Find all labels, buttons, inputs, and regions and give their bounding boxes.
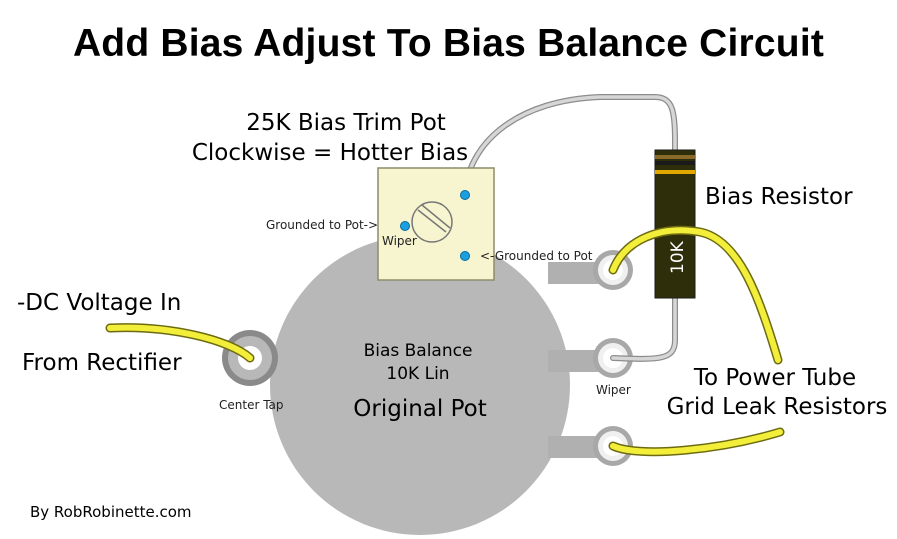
output-label-line1: To Power Tube <box>693 365 857 391</box>
trim-pot-label-line1: 25K Bias Trim Pot <box>246 110 446 136</box>
resistor-band-2 <box>655 161 695 165</box>
main-pot-label-line3: Original Pot <box>353 396 487 422</box>
bias-resistor: 10K <box>654 149 696 299</box>
trim-pot-left-lug-label: Grounded to Pot-> <box>266 218 379 232</box>
main-pot-label-line1: Bias Balance <box>363 341 473 361</box>
resistor-band-1 <box>655 155 695 159</box>
resistor-value-text: 10K <box>668 240 688 274</box>
input-label-line1: -DC Voltage In <box>17 290 182 316</box>
main-pot-wiper-label: Wiper <box>596 383 631 397</box>
main-pot-body <box>270 235 570 535</box>
trim-pot-wiper-label: Wiper <box>382 234 417 248</box>
resistor-band-3 <box>655 170 695 174</box>
input-label-line2: From Rectifier <box>22 350 182 376</box>
trim-pot-terminal-left <box>400 221 410 231</box>
trim-pot-terminal-top <box>460 190 470 200</box>
trim-pot-label-line2: Clockwise = Hotter Bias <box>191 140 469 166</box>
bias-resistor-label: Bias Resistor <box>705 184 853 210</box>
trim-pot-adjust-knob[interactable] <box>411 201 453 243</box>
output-label-line2: Grid Leak Resistors <box>666 394 888 420</box>
center-tap-label: Center Tap <box>219 398 284 412</box>
credit-text: By RobRobinette.com <box>30 503 192 521</box>
trim-pot <box>377 167 495 281</box>
trim-pot-right-lug-label: <-Grounded to Pot <box>480 249 593 263</box>
diagram-title: Add Bias Adjust To Bias Balance Circuit <box>72 22 825 65</box>
main-pot-label-line2: 10K Lin <box>386 364 450 384</box>
trim-pot-terminal-right <box>460 251 470 261</box>
